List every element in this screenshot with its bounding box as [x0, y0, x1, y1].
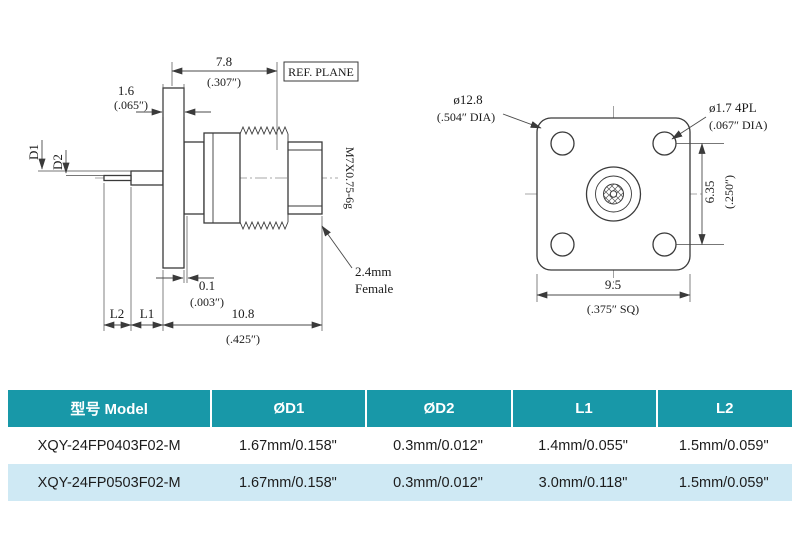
side-view-part-outline — [103, 87, 323, 269]
side-view-labels: 7.8 (.307″) REF. PLANE 1.6 (.065″) D1 D2… — [26, 54, 393, 346]
header-l1: L1 — [510, 390, 656, 427]
dim-10-8-in: (.425″) — [226, 332, 260, 346]
knurl-section — [239, 125, 289, 231]
row2-l1: 3.0mm/0.118" — [538, 474, 628, 491]
pin-thick-segment — [130, 170, 164, 186]
connector-type-line2: Female — [355, 281, 393, 296]
header-l2: L2 — [655, 390, 792, 427]
header-model: 型号 Model — [8, 390, 211, 427]
neck-section — [183, 141, 205, 215]
dim-10-8-mm: 10.8 — [232, 306, 255, 321]
thread-spec-label: M7X0.75-6g — [343, 147, 357, 209]
row2-model: XQY-24FP0503F02-M — [37, 474, 181, 491]
connector-technical-drawing: 7.8 (.307″) REF. PLANE 1.6 (.065″) D1 D2… — [26, 54, 767, 346]
threaded-barrel — [287, 141, 323, 215]
dim-0-1-in: (.003″) — [190, 295, 224, 309]
header-d2: ØD2 — [365, 390, 511, 427]
dia-flange-mm: ø12.8 — [453, 92, 482, 107]
dia-holes-mm: ø1.7 4PL — [709, 100, 757, 115]
side-view-dimensions — [38, 61, 359, 331]
mounting-hole-top-right — [652, 131, 677, 156]
label-l2: L2 — [110, 306, 124, 321]
row2-d2: 0.3mm/0.012" — [393, 474, 483, 491]
dim-7-8-in: (.307″) — [207, 75, 241, 89]
ref-plane-label: REF. PLANE — [288, 65, 354, 79]
table-row-1: XQY-24FP0403F02-M 1.67mm/0.158" 0.3mm/0.… — [8, 427, 792, 464]
center-socket — [609, 190, 618, 198]
flange — [162, 87, 185, 269]
side-view: 7.8 (.307″) REF. PLANE 1.6 (.065″) D1 D2… — [26, 54, 393, 346]
body-section — [203, 132, 241, 224]
mounting-hole-bottom-left — [550, 232, 575, 257]
label-l1: L1 — [140, 306, 154, 321]
row2-d1: 1.67mm/0.158" — [238, 474, 337, 491]
front-view: ø12.8 (.504″ DIA) ø1.7 4PL (.067″ DIA) 6… — [437, 92, 767, 316]
interface-ring — [595, 175, 632, 213]
label-d1: D1 — [26, 144, 41, 160]
row1-d1: 1.67mm/0.158" — [238, 437, 337, 454]
dim-hole-spacing-mm: 6.35 — [702, 181, 717, 204]
dim-square-in: (.375″ SQ) — [587, 302, 639, 316]
dia-flange-in: (.504″ DIA) — [437, 110, 495, 124]
table-header-row: 型号 Model ØD1 ØD2 L1 L2 — [8, 390, 792, 427]
dim-0-1-mm: 0.1 — [199, 278, 215, 293]
connector-type-line1: 2.4mm — [355, 264, 391, 279]
pin-thin-segment — [103, 174, 132, 182]
row1-l1: 1.4mm/0.055" — [538, 437, 628, 454]
front-view-labels: ø12.8 (.504″ DIA) ø1.7 4PL (.067″ DIA) 6… — [437, 92, 767, 316]
label-d2: D2 — [50, 154, 65, 170]
row2-l2: 1.5mm/0.059" — [678, 474, 769, 491]
table-row-2: XQY-24FP0503F02-M 1.67mm/0.158" 0.3mm/0.… — [8, 464, 792, 501]
front-view-dimensions — [502, 113, 724, 302]
dim-square-mm: 9.5 — [605, 277, 621, 292]
header-d1: ØD1 — [210, 390, 366, 427]
spec-table: 型号 Model ØD1 ØD2 L1 L2 XQY-24FP0403F02-M… — [8, 390, 792, 501]
row1-l2: 1.5mm/0.059" — [678, 437, 769, 454]
dim-7-8-mm: 7.8 — [216, 54, 232, 69]
mounting-hole-top-left — [550, 131, 575, 156]
dia-holes-in: (.067″ DIA) — [709, 118, 767, 132]
row1-model: XQY-24FP0403F02-M — [37, 437, 181, 454]
dim-1-6-mm: 1.6 — [118, 83, 135, 98]
ref-plane-box — [283, 61, 359, 82]
technical-drawing-area: 7.8 (.307″) REF. PLANE 1.6 (.065″) D1 D2… — [26, 54, 767, 346]
mounting-hole-bottom-right — [652, 232, 677, 257]
dim-hole-spacing-in: (.250″) — [722, 175, 736, 209]
row1-d2: 0.3mm/0.012" — [393, 437, 483, 454]
dim-1-6-in: (.065″) — [114, 98, 148, 112]
